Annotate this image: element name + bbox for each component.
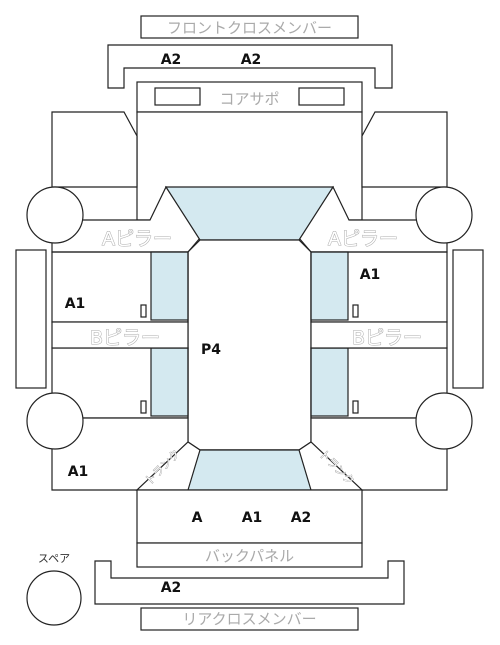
rear-cross-member <box>94 560 405 605</box>
front-cross-member <box>107 44 393 89</box>
back-panel <box>136 542 363 568</box>
right-front-door-handle <box>352 304 359 318</box>
right-b-pillar <box>310 321 448 349</box>
front-a2-right-code: A2 <box>241 52 262 68</box>
core-support-left-slot <box>154 87 201 106</box>
rear-cross-member-label: リアクロスメンバー <box>182 610 316 628</box>
right-front-fender <box>361 111 448 188</box>
rear-cross-member-box <box>140 607 359 631</box>
front-cross-member-label: フロントクロスメンバー <box>167 19 332 37</box>
left-front-door-handle <box>140 304 147 318</box>
core-support-label: コアサポ <box>219 90 279 108</box>
left-rear-door-handle <box>140 400 147 414</box>
right-b-pillar-label: Bピラー <box>352 327 422 349</box>
right-rocker-panel <box>452 249 484 389</box>
left-b-pillar <box>51 321 189 349</box>
left-b-pillar-label: Bピラー <box>90 327 160 349</box>
right-front-wheel <box>415 186 473 244</box>
rear-a2-code: A2 <box>291 510 312 526</box>
left-front-fender <box>51 111 138 188</box>
left-front-door-glass <box>150 251 189 321</box>
rear-a-code: A <box>192 510 203 526</box>
left-mid-a1-code: A1 <box>65 296 86 312</box>
left-rear-a1-code: A1 <box>68 464 89 480</box>
spare-label: スペア <box>38 552 70 565</box>
left-a-pillar-label: Aピラー <box>102 228 172 250</box>
center-p4-code: P4 <box>201 342 221 358</box>
front-cross-member-box <box>140 15 359 39</box>
right-rear-wheel <box>415 392 473 450</box>
core-support-right-slot <box>298 87 345 106</box>
rear-cross-a2-code: A2 <box>161 580 182 596</box>
right-rear-door-handle <box>352 400 359 414</box>
right-front-door-glass <box>310 251 349 321</box>
spare-tire <box>26 570 82 626</box>
left-rear-wheel <box>26 392 84 450</box>
right-front-a1-code: A1 <box>360 267 381 283</box>
right-rear-door-glass <box>310 347 349 417</box>
left-front-wheel <box>26 186 84 244</box>
rear-a1-code: A1 <box>242 510 263 526</box>
front-a2-left-code: A2 <box>161 52 182 68</box>
left-rocker-panel <box>15 249 47 389</box>
rear-window <box>187 449 312 491</box>
right-a-pillar-label: Aピラー <box>328 228 398 250</box>
rear-body-panel <box>136 489 363 544</box>
left-rear-door-glass <box>150 347 189 417</box>
back-panel-label: バックパネル <box>205 547 294 565</box>
